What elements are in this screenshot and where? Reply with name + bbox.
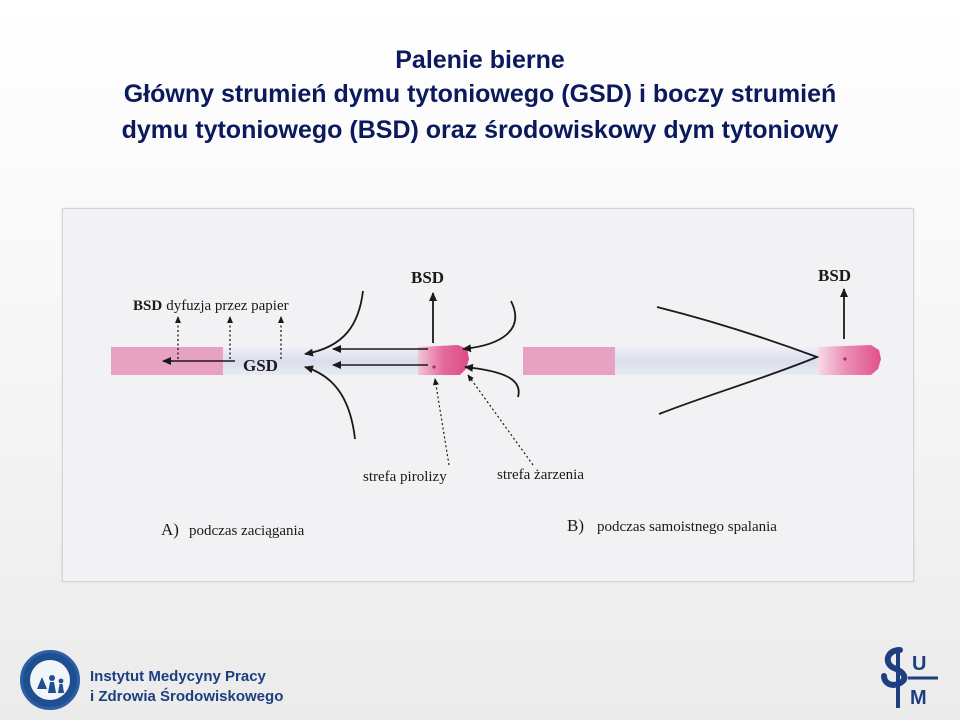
label-glow-zone: strefa żarzenia: [497, 467, 584, 483]
title-line-3: dymu tytoniowego (BSD) oraz środowiskowy…: [121, 116, 839, 144]
cigarette-b-burning-tip: [818, 345, 881, 375]
title-line-2: Główny strumień dymu tytoniowego (GSD) i…: [123, 80, 837, 108]
air-inflow-upper-left: [304, 290, 364, 357]
svg-text:U: U: [912, 653, 926, 675]
pyrolysis-zone-pointer: [433, 378, 450, 466]
imp-seal-graphic: [30, 660, 70, 700]
svg-text:M: M: [910, 687, 927, 709]
cigarette-b: [523, 345, 881, 375]
ember-spot-b: [843, 357, 847, 361]
air-inflow-upper-right: [462, 300, 517, 353]
slide-title: Palenie bierne Główny strumień dymu tyto…: [0, 44, 960, 148]
sum-logo-graphic: U M: [881, 647, 938, 709]
air-flow-b: [656, 306, 820, 415]
imp-seal-icon: [20, 650, 80, 710]
label-pyrolysis-zone: strefa pirolizy: [363, 469, 447, 485]
cigarette-a: [111, 345, 469, 375]
cigarette-a-burning-tip: [418, 345, 469, 375]
caption-b-letter: B): [567, 516, 584, 535]
caption-a-letter: A): [161, 520, 179, 539]
label-bsd-b: BSD: [818, 266, 851, 285]
caption-b-text: podczas samoistnego spalania: [597, 519, 777, 535]
cigarette-b-filter: [523, 347, 615, 375]
title-line-1: Palenie bierne: [395, 46, 565, 74]
cigarette-b-paper: [615, 347, 818, 375]
cigarette-a-paper: [223, 347, 418, 375]
institute-name-line-2: i Zdrowia Środowiskowego: [90, 688, 284, 705]
air-inflow-lower-right: [464, 363, 520, 398]
label-bsd-diffusion-bold: BSD: [133, 298, 162, 314]
institute-name-line-1: Instytut Medycyny Pracy: [90, 668, 266, 685]
glow-zone-pointer: [467, 374, 534, 466]
caption-a-text: podczas zaciągania: [189, 523, 305, 539]
sum-logo-icon: U M: [876, 646, 944, 710]
ember-spot: [432, 365, 436, 369]
label-bsd-a: BSD: [411, 268, 444, 287]
air-inflow-lower-left: [304, 365, 356, 440]
label-bsd-diffusion-rest: dyfuzja przez papier: [166, 298, 288, 314]
institute-logo: Instytut Medycyny Pracy i Zdrowia Środow…: [18, 650, 318, 710]
label-gsd: GSD: [243, 356, 278, 375]
